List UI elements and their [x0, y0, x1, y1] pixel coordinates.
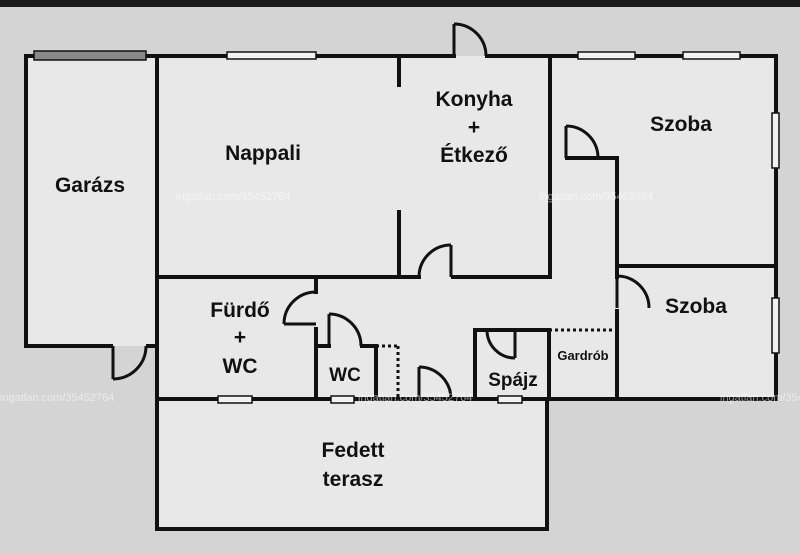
- living-room-label: Nappali: [225, 142, 301, 165]
- bedroom-upper-label: Szoba: [650, 113, 712, 136]
- top-edge-strip: [0, 0, 800, 7]
- living-window-icon: [226, 51, 317, 60]
- pantry-window-icon: [497, 395, 523, 404]
- hall-door-icon: [417, 365, 453, 400]
- garage-floor: [26, 56, 157, 346]
- entrance-door-icon: [452, 22, 488, 57]
- bathroom-window-icon: [217, 395, 253, 404]
- bedroom-window-side-lower-icon: [771, 297, 780, 354]
- bathroom-door-icon: [282, 290, 317, 326]
- pantry-label: Spájz: [488, 370, 538, 391]
- garage-door-window-icon: [33, 50, 147, 61]
- bathroom-label-line1: Fürdő: [210, 299, 269, 322]
- terrace-outline: [155, 397, 549, 531]
- wc-door-icon: [327, 312, 363, 347]
- garage-label: Garázs: [55, 174, 125, 197]
- wc-window-icon: [330, 395, 355, 404]
- kitchen-label-line2: +: [468, 116, 480, 139]
- doors: [111, 22, 651, 400]
- bathroom-label-line3: WC: [223, 355, 258, 378]
- watermark: ingatlan.com/35452764: [0, 392, 114, 404]
- garage-wall: [24, 54, 113, 348]
- watermark: ingatlan.com/35452764: [720, 392, 800, 404]
- terrace-label-line2: terasz: [323, 468, 384, 491]
- watermark: ingatlan.com/35452764: [358, 392, 472, 404]
- kitchen-door-icon: [564, 124, 600, 159]
- floor-fills: [26, 56, 776, 529]
- watermarks: ingatlan.com/35452764 ingatlan.com/35452…: [0, 191, 800, 404]
- bedroom-window-side-upper-icon: [771, 112, 780, 169]
- living-door-icon: [417, 243, 453, 278]
- pantry-door-icon: [485, 329, 517, 360]
- terrace-floor: [157, 399, 547, 529]
- garage-door-icon: [111, 345, 148, 381]
- room-labels: Garázs Nappali Konyha + Étkező Szoba Szo…: [55, 88, 727, 491]
- living-kitchen-floor: [157, 56, 550, 277]
- bathroom-label-line2: +: [234, 326, 246, 349]
- watermark: ingatlan.com/35452764: [176, 191, 290, 203]
- bedroom-door-icon: [615, 274, 651, 309]
- windows: [33, 50, 780, 404]
- wardrobe-label: Gardrób: [557, 348, 608, 363]
- bedroom-window-top-right-icon: [682, 51, 741, 60]
- watermark: ingatlan.com/35452764: [539, 191, 653, 203]
- wc-label: WC: [329, 365, 361, 386]
- terrace-label-line1: Fedett: [322, 439, 385, 462]
- bedroom-window-top-left-icon: [577, 51, 636, 60]
- bedroom-lower-label: Szoba: [665, 295, 727, 318]
- hall-floor: [157, 277, 617, 399]
- corridor-floor: [550, 158, 617, 277]
- kitchen-label-line3: Étkező: [440, 144, 508, 167]
- kitchen-label-line1: Konyha: [435, 88, 512, 111]
